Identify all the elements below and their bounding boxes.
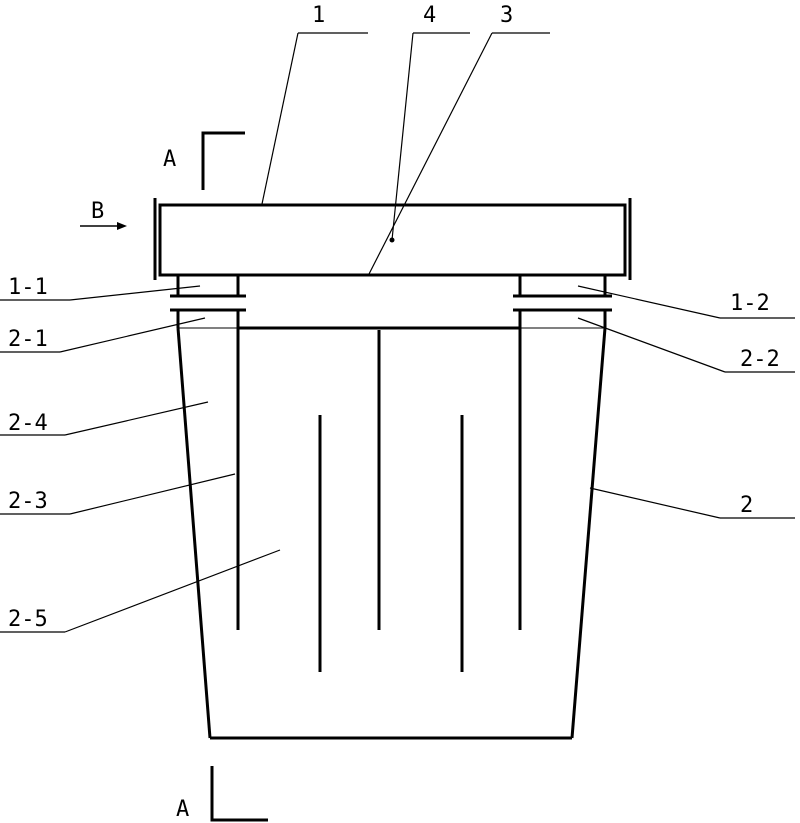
section-mark-top: A xyxy=(163,131,245,190)
label-3: 3 xyxy=(500,3,513,28)
label-2-3: 2-3 xyxy=(8,489,48,514)
section-mark-bottom: A xyxy=(176,766,268,822)
label-2-4: 2-4 xyxy=(8,411,48,436)
arrow-head-icon xyxy=(117,222,127,230)
label-1-1: 1-1 xyxy=(8,275,48,300)
flow-arrow: B xyxy=(80,199,127,230)
lower-vessel xyxy=(176,326,607,740)
flow-label: B xyxy=(91,199,104,224)
label-2-5: 2-5 xyxy=(8,607,48,632)
section-label-top: A xyxy=(163,147,176,172)
left-connector xyxy=(170,275,246,328)
label-4: 4 xyxy=(423,3,436,28)
label-1-2: 1-2 xyxy=(730,291,770,316)
header-box xyxy=(153,198,632,280)
leader-lines xyxy=(0,32,795,633)
baffles xyxy=(236,310,522,672)
label-2-1: 2-1 xyxy=(8,327,48,352)
label-2-2: 2-2 xyxy=(740,347,780,372)
point-marker xyxy=(389,237,395,243)
section-label-bottom: A xyxy=(176,797,189,822)
label-1: 1 xyxy=(312,3,325,28)
label-2: 2 xyxy=(740,493,753,518)
right-connector xyxy=(513,275,612,328)
